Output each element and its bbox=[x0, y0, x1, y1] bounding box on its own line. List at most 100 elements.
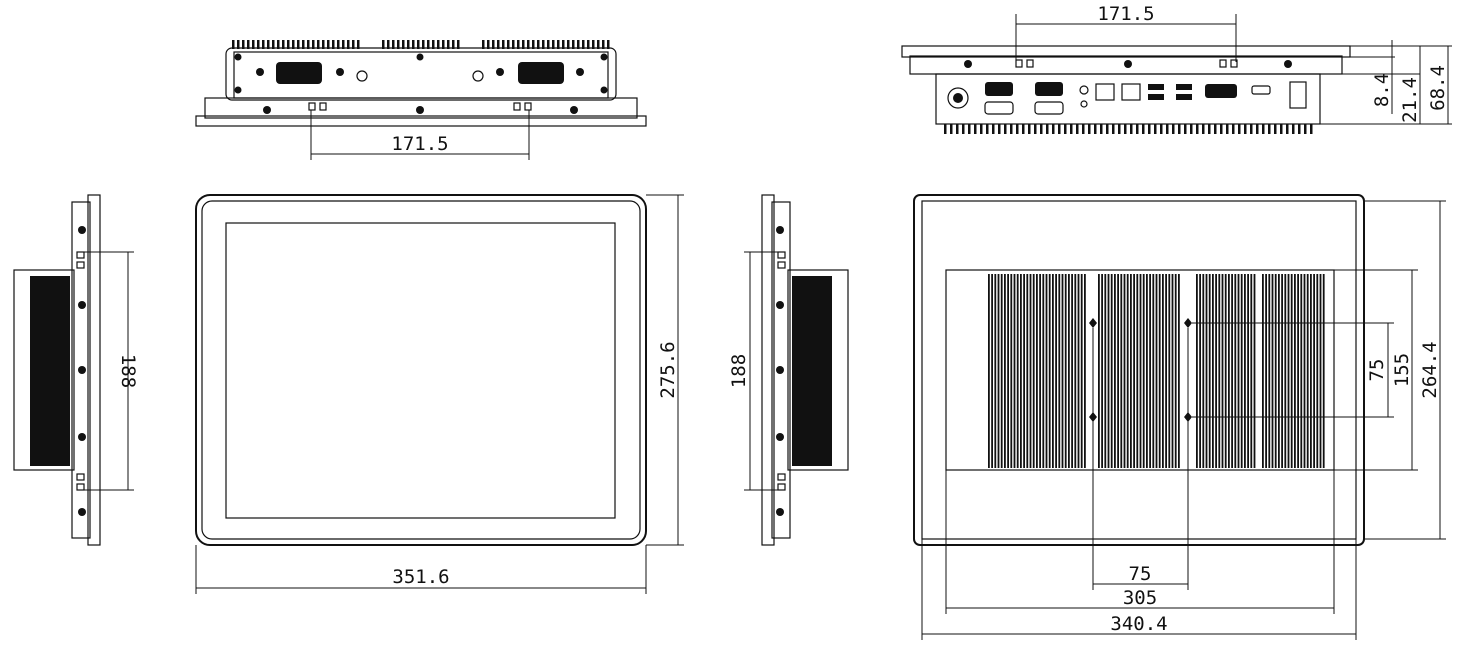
fin bbox=[577, 40, 580, 49]
fin bbox=[974, 124, 977, 134]
fin bbox=[1178, 124, 1181, 134]
fin bbox=[1205, 274, 1208, 468]
top-view-screw bbox=[600, 53, 608, 61]
fin bbox=[427, 40, 430, 49]
vesa-hole bbox=[1089, 318, 1097, 328]
fin bbox=[292, 40, 295, 49]
fin bbox=[1149, 274, 1151, 468]
fin bbox=[1046, 124, 1049, 134]
top-view-mount-bracket bbox=[524, 102, 532, 111]
fin bbox=[542, 40, 545, 49]
fin bbox=[382, 40, 385, 49]
dim-side-mount-span-right: 188 bbox=[728, 354, 750, 388]
fin bbox=[1124, 124, 1127, 134]
fin bbox=[1262, 274, 1264, 468]
top-view-bezel-screw bbox=[570, 106, 578, 114]
fin bbox=[1304, 124, 1307, 134]
fin bbox=[1297, 274, 1299, 468]
fin bbox=[1202, 124, 1205, 134]
fin bbox=[1052, 274, 1054, 468]
fin bbox=[512, 40, 515, 49]
fin bbox=[487, 40, 490, 49]
front-view-bezel bbox=[195, 194, 647, 546]
io-view-usb-port bbox=[1148, 84, 1164, 90]
fin bbox=[1165, 274, 1167, 468]
fin bbox=[1064, 124, 1067, 134]
fin bbox=[1274, 124, 1277, 134]
fin bbox=[1040, 124, 1043, 134]
fin bbox=[1234, 274, 1237, 468]
io-view-mount-bracket bbox=[1026, 59, 1034, 68]
fin bbox=[1253, 274, 1256, 468]
fin bbox=[1016, 124, 1019, 134]
fin bbox=[262, 40, 265, 49]
fin bbox=[1322, 274, 1325, 468]
io-view-com-port-1 bbox=[985, 82, 1013, 96]
right-side-bezel bbox=[771, 201, 791, 539]
fin bbox=[1070, 124, 1073, 134]
dim-rear-inner-height: 155 bbox=[1391, 353, 1413, 387]
fin bbox=[1238, 124, 1241, 134]
fin bbox=[1142, 124, 1145, 134]
fin bbox=[447, 40, 450, 49]
fin bbox=[582, 40, 585, 49]
fin bbox=[1112, 124, 1115, 134]
fin bbox=[1130, 274, 1132, 468]
fin bbox=[342, 40, 345, 49]
fin bbox=[387, 40, 390, 49]
fin bbox=[1004, 124, 1007, 134]
fin bbox=[1139, 274, 1142, 468]
top-view-screw bbox=[600, 86, 608, 94]
fin bbox=[1022, 124, 1025, 134]
fin bbox=[282, 40, 285, 49]
fin bbox=[1136, 124, 1139, 134]
fin bbox=[1244, 274, 1246, 468]
fin bbox=[1082, 124, 1085, 134]
fin bbox=[1032, 274, 1035, 468]
io-view-usb-port bbox=[1148, 94, 1164, 100]
dim-rear-outer-height: 264.4 bbox=[1419, 341, 1441, 398]
fin bbox=[1071, 274, 1073, 468]
fin bbox=[1146, 274, 1148, 468]
fin bbox=[1126, 274, 1129, 468]
fin bbox=[232, 40, 235, 49]
fin bbox=[1013, 274, 1016, 468]
fin bbox=[1039, 274, 1041, 468]
fin bbox=[1094, 124, 1097, 134]
fin bbox=[1058, 124, 1061, 134]
fin bbox=[1028, 124, 1031, 134]
fin bbox=[1306, 274, 1309, 468]
fin bbox=[1274, 274, 1277, 468]
fin bbox=[1278, 274, 1280, 468]
fin bbox=[1077, 274, 1080, 468]
fin bbox=[1045, 274, 1048, 468]
dim-front-width: 351.6 bbox=[392, 566, 449, 588]
fin bbox=[1058, 274, 1061, 468]
dim-vesa-vertical: 75 bbox=[1366, 359, 1388, 382]
dim-panel-thickness: 8.4 bbox=[1371, 73, 1393, 107]
fin bbox=[252, 40, 255, 49]
fin bbox=[502, 40, 505, 49]
fin bbox=[1286, 124, 1289, 134]
left-side-screw bbox=[78, 301, 86, 309]
dim-side-mount-span-left: 188 bbox=[117, 354, 139, 388]
fin bbox=[1244, 124, 1247, 134]
top-view-screw bbox=[234, 86, 242, 94]
fin bbox=[497, 40, 500, 49]
fin bbox=[1133, 274, 1135, 468]
top-view-screw bbox=[336, 68, 344, 76]
fin bbox=[991, 274, 993, 468]
right-side-bracket bbox=[777, 483, 786, 491]
fin bbox=[557, 40, 560, 49]
fin bbox=[1226, 124, 1229, 134]
io-view-hdmi-port bbox=[1251, 85, 1271, 95]
fin bbox=[322, 40, 325, 49]
io-view: 171.5 8.4 21.4 68.4 bbox=[901, 3, 1452, 134]
rear-view: 75 155 264.4 75 305 340.4 bbox=[913, 194, 1446, 640]
fin bbox=[1284, 274, 1287, 468]
fin bbox=[1196, 274, 1198, 468]
top-view-bezel bbox=[204, 97, 638, 119]
top-view: 171.5 bbox=[195, 40, 647, 160]
fin bbox=[602, 40, 605, 49]
left-side-screw bbox=[78, 508, 86, 516]
